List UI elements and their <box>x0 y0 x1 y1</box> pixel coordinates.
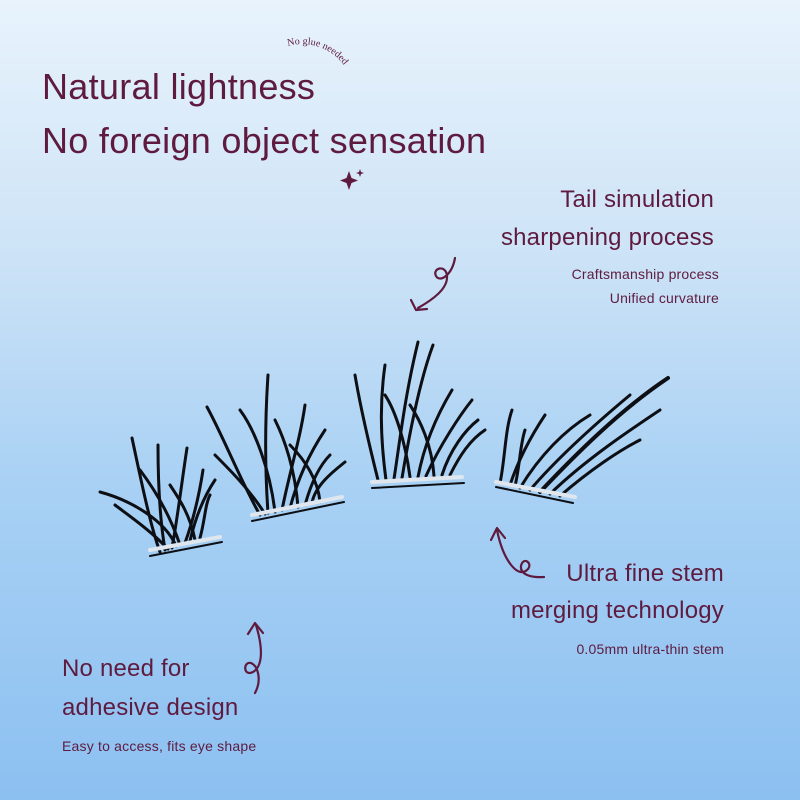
stem-title-1: Ultra fine stem <box>566 560 724 587</box>
tail-title-1: Tail simulation <box>560 186 714 213</box>
lash-cluster <box>98 436 223 557</box>
lash-cluster <box>494 376 670 504</box>
curly-arrow-icon <box>409 256 457 312</box>
adhesive-title-2: adhesive design <box>62 694 239 721</box>
adhesive-title-1: No need for <box>62 655 190 682</box>
lash-cluster <box>353 340 487 489</box>
tail-sub-2: Unified curvature <box>609 290 719 306</box>
adhesive-sub-1: Easy to access, fits eye shape <box>62 738 257 754</box>
headline-line-1: Natural lightness <box>42 66 316 107</box>
tail-sub-1: Craftsmanship process <box>571 266 719 282</box>
lash-cluster <box>205 373 347 522</box>
stem-sub-1: 0.05mm ultra-thin stem <box>576 641 724 657</box>
headline-line-2: No foreign object sensation <box>42 120 487 161</box>
curly-arrow-icon <box>489 526 546 579</box>
curly-arrow-icon <box>244 621 265 695</box>
sparkle-icon <box>340 169 364 190</box>
tail-title-2: sharpening process <box>500 224 714 251</box>
stem-title-2: merging technology <box>510 597 724 624</box>
